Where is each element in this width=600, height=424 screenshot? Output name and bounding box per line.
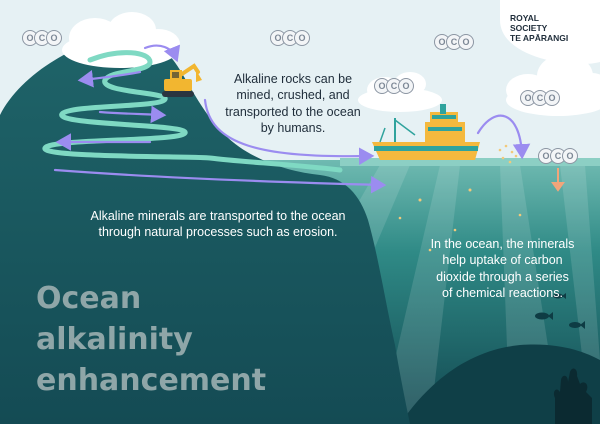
co2-o-right: O bbox=[548, 93, 555, 103]
co2-o-left: O bbox=[542, 151, 549, 161]
coral bbox=[553, 368, 592, 424]
co2-c: C bbox=[555, 151, 562, 161]
co2-o-right: O bbox=[298, 33, 305, 43]
co2-c: C bbox=[39, 33, 46, 43]
co2-c: C bbox=[537, 93, 544, 103]
co2-molecule-2: O C O bbox=[270, 30, 310, 46]
excavator-icon bbox=[162, 63, 202, 97]
co2-o-right: O bbox=[402, 81, 409, 91]
ocean-surface bbox=[340, 158, 600, 166]
ocean-uptake-label: In the ocean, the minerals help uptake o… bbox=[430, 237, 575, 300]
logo-line-1: ROYAL bbox=[510, 13, 539, 23]
page-title: Ocean alkalinity enhancement bbox=[36, 281, 267, 398]
co2-molecule-3: O C O bbox=[434, 34, 474, 50]
co2-o-left: O bbox=[274, 33, 281, 43]
co2-o-left: O bbox=[438, 37, 445, 47]
natural-erosion-label: Alkaline minerals are transported to the… bbox=[90, 209, 346, 240]
co2-uptake-arrow bbox=[551, 168, 565, 192]
logo-line-3: TE APĀRANGI bbox=[510, 33, 569, 43]
co2-o-right: O bbox=[50, 33, 57, 43]
co2-molecule-5: O C O bbox=[520, 90, 560, 106]
co2-o-left: O bbox=[26, 33, 33, 43]
erosion-path bbox=[42, 50, 343, 173]
co2-o-right: O bbox=[566, 151, 573, 161]
fish-icon bbox=[535, 293, 585, 329]
logo-line-2: SOCIETY bbox=[510, 23, 548, 33]
co2-o-right: O bbox=[462, 37, 469, 47]
co2-o-left: O bbox=[378, 81, 385, 91]
flow-arrows bbox=[53, 44, 531, 194]
mineral-particles bbox=[398, 144, 522, 252]
royal-society-logo: ROYAL SOCIETY TE APĀRANGI bbox=[510, 13, 580, 43]
co2-c: C bbox=[451, 37, 458, 47]
ship-icon bbox=[372, 104, 480, 160]
co2-c: C bbox=[391, 81, 398, 91]
co2-molecule-6: O C O bbox=[538, 148, 578, 164]
logo-bubble bbox=[500, 0, 600, 65]
co2-molecule-4: O C O bbox=[374, 78, 414, 94]
co2-molecule-1: O C O bbox=[22, 30, 62, 46]
mountain bbox=[0, 34, 410, 424]
co2-o-left: O bbox=[524, 93, 531, 103]
co2-c: C bbox=[287, 33, 294, 43]
rock-mining-label: Alkaline rocks can be mined, crushed, an… bbox=[225, 72, 361, 135]
seabed bbox=[400, 344, 600, 424]
